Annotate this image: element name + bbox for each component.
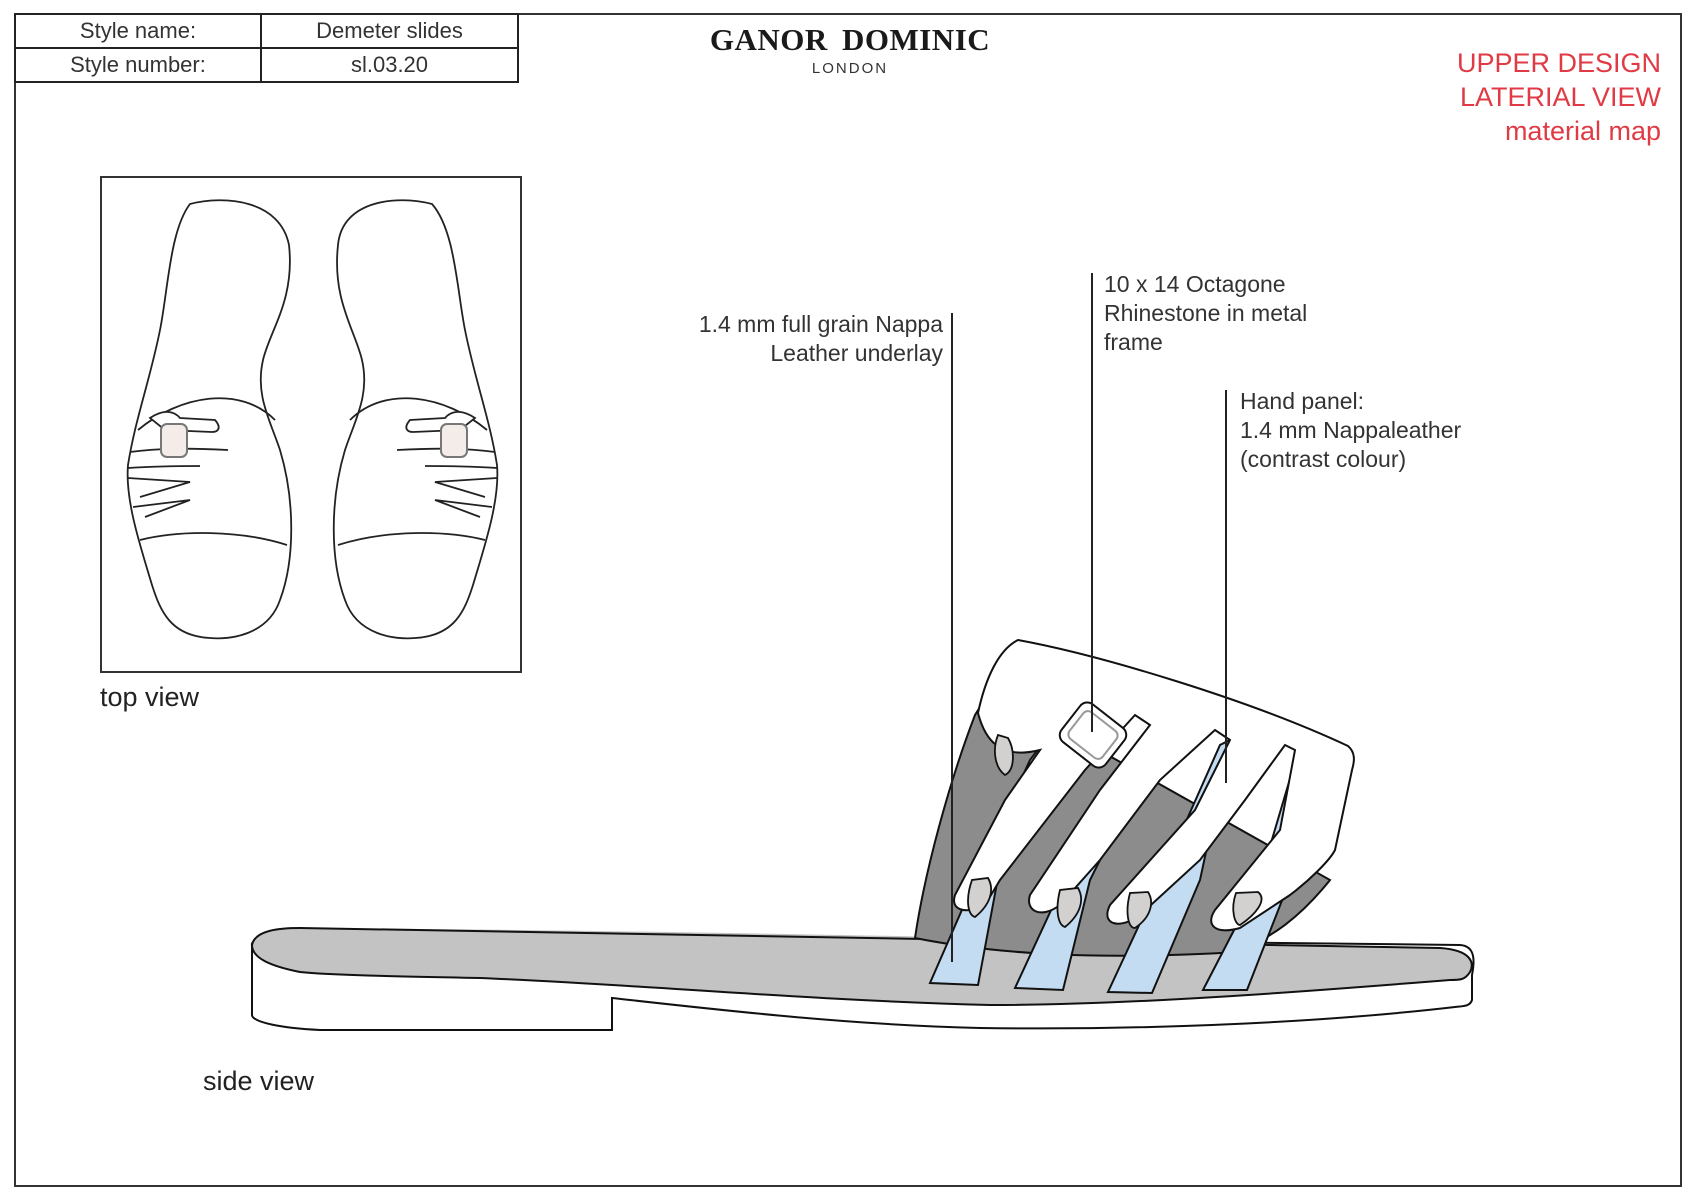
brand-name: GANOR DOMINIC bbox=[709, 22, 991, 57]
sheet-frame bbox=[14, 13, 1682, 1187]
page-title: UPPER DESIGN LATERIAL VIEW material map bbox=[1457, 46, 1661, 148]
underlay-callout: 1.4 mm full grain Nappa Leather underlay bbox=[699, 310, 943, 368]
top-view-label: top view bbox=[100, 682, 200, 712]
style-name-label: Style name: bbox=[14, 13, 262, 49]
hand-panel-callout-line-2: 1.4 mm Nappaleather bbox=[1240, 417, 1462, 443]
side-view-label: side view bbox=[203, 1066, 315, 1096]
page-title-line-2: LATERIAL VIEW bbox=[1459, 82, 1661, 112]
underlay-callout-line-1: 1.4 mm full grain Nappa bbox=[698, 311, 943, 337]
style-number-value: sl.03.20 bbox=[260, 47, 519, 83]
style-info-table: Style name: Demeter slides Style number:… bbox=[14, 13, 519, 83]
rhinestone-callout: 10 x 14 Octagone Rhinestone in metal fra… bbox=[1104, 270, 1307, 357]
style-name-row: Style name: Demeter slides bbox=[14, 13, 519, 49]
brand-city: LONDON bbox=[811, 60, 889, 77]
page-title-line-3: material map bbox=[1504, 116, 1661, 146]
underlay-callout-line-2: Leather underlay bbox=[770, 340, 943, 366]
style-number-row: Style number: sl.03.20 bbox=[14, 47, 519, 83]
rhinestone-callout-line-1: 10 x 14 Octagone bbox=[1104, 271, 1286, 297]
style-name-value: Demeter slides bbox=[260, 13, 519, 49]
brand-logo: GANOR DOMINIC LONDON bbox=[700, 22, 1000, 77]
style-number-label: Style number: bbox=[14, 47, 262, 83]
rhinestone-callout-line-2: Rhinestone in metal bbox=[1104, 300, 1308, 326]
page-title-line-1: UPPER DESIGN bbox=[1456, 48, 1661, 78]
rhinestone-callout-line-3: frame bbox=[1104, 329, 1163, 355]
hand-panel-callout-line-1: Hand panel: bbox=[1240, 388, 1365, 414]
hand-panel-callout-line-3: (contrast colour) bbox=[1240, 446, 1407, 472]
hand-panel-callout: Hand panel: 1.4 mm Nappaleather (contras… bbox=[1240, 387, 1461, 474]
